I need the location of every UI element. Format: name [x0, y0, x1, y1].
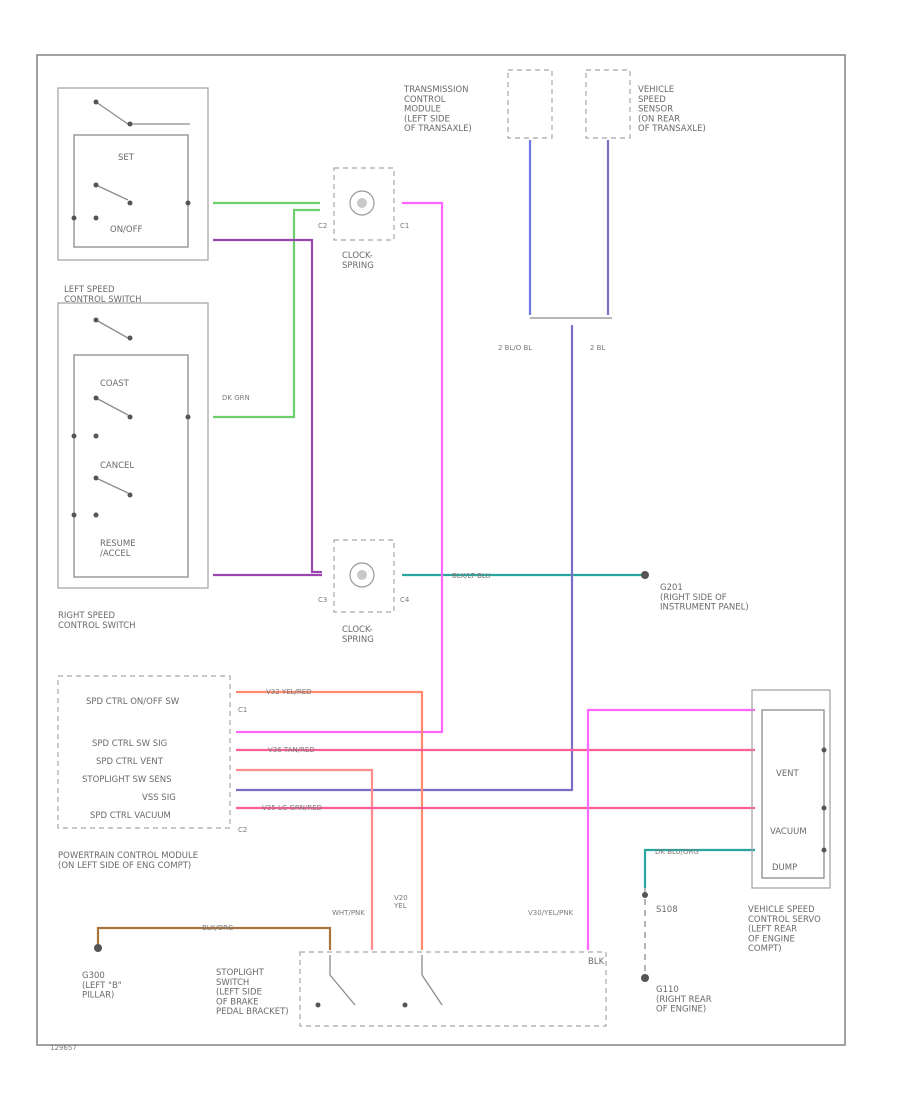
wire-blk-ltblu-label: BLK/LT BLU: [452, 572, 491, 580]
pcm-pin-vss: VSS SIG: [142, 793, 176, 803]
g300-ground-icon: [94, 944, 102, 952]
clockspring-lower-c3: C3: [318, 596, 327, 604]
wire-green-coast: [213, 208, 320, 419]
pcm-c2: C2: [238, 826, 247, 834]
set-label: SET: [118, 153, 135, 163]
clockspring-lower-c4: C4: [400, 596, 410, 604]
wire-pink-clockspring: [236, 201, 444, 734]
wire-v30-label: V30/YEL/PNK: [528, 909, 573, 917]
vehicle-speed-control-servo: VENT VACUUM DUMP: [751, 689, 831, 889]
pcm-pin-vacuum: SPD CTRL VACUUM: [90, 811, 171, 821]
wires: [96, 140, 755, 950]
stoplight-blk-label: BLK: [588, 957, 605, 967]
pcm-pin-onoff: SPD CTRL ON/OFF SW: [86, 697, 180, 707]
cancel-label: CANCEL: [100, 461, 134, 471]
pcm-pin-vent: SPD CTRL VENT: [96, 757, 164, 767]
g201-ground-icon: [641, 571, 649, 579]
left-speed-control-switch: SET ON/OFF: [57, 87, 209, 261]
wire-c6-label: 2 BL: [590, 344, 605, 352]
servo-vent-label: VENT: [776, 769, 800, 779]
wire-dk-blu-org-label: DK BLU/ORG: [655, 848, 699, 856]
pcm-pin-stoplight: STOPLIGHT SW SENS: [82, 775, 172, 785]
clockspring-upper-label: CLOCK-SPRING: [342, 251, 374, 271]
wire-v35-label: V35 LG GRN/RED: [262, 804, 322, 812]
wire-dk-grn-label: DK GRN: [222, 394, 250, 402]
wire-v36-label: V36 TAN/RED: [268, 746, 315, 754]
clockspring-upper: C2 C1 CLOCK-SPRING: [318, 167, 409, 271]
right-speed-control-switch: COAST CANCEL RESUME/ACCEL: [57, 302, 209, 589]
clockspring-lower-label: CLOCK-SPRING: [342, 625, 374, 645]
powertrain-control-module: SPD CTRL ON/OFF SW SPD CTRL SW SIG SPD C…: [57, 675, 247, 834]
servo-vacuum-label: VACUUM: [770, 827, 807, 837]
wire-wht-pnk-label: WHT/PNK: [332, 909, 365, 917]
resume-label: RESUME/ACCEL: [100, 539, 136, 559]
wire-v32-label: V32 YEL/RED: [266, 688, 312, 696]
wire-brown-g300: [96, 926, 332, 950]
on-off-label: ON/OFF: [110, 225, 142, 235]
wire-blk-org-label: BLK/ORG: [202, 924, 233, 932]
doc-id: 129657: [50, 1044, 77, 1052]
clockspring-upper-c2: C2: [318, 222, 327, 230]
servo-dump-label: DUMP: [772, 863, 797, 873]
tcm-box: [507, 69, 553, 139]
g110-ground-icon: [641, 974, 649, 982]
wire-vss-pcm: [236, 325, 574, 792]
pcm-c1: C1: [238, 706, 247, 714]
wire-violet-upper: [213, 238, 322, 574]
s108-splice-icon: [642, 892, 648, 898]
pcm-title: POWERTRAIN CONTROL MODULE(ON LEFT SIDE O…: [58, 851, 198, 871]
wire-teal-dump: [643, 848, 755, 888]
wire-pink-servo: [586, 708, 755, 950]
diagram-frame: [36, 54, 846, 1046]
vss-box: [585, 69, 631, 139]
wire-c5-label: 2 BL/O BL: [498, 344, 532, 352]
g300-label: G300(LEFT "B"PILLAR): [82, 971, 122, 1001]
s108-label: S108: [656, 905, 678, 915]
pcm-pin-swsig: SPD CTRL SW SIG: [92, 739, 167, 749]
wire-orange-onoff: [236, 690, 424, 950]
clockspring-lower: C3 C4 CLOCK-SPRING: [318, 539, 410, 645]
clockspring-upper-c1: C1: [400, 222, 409, 230]
wire-lightred-stoplight: [236, 768, 374, 950]
coast-label: COAST: [100, 379, 130, 389]
stoplight-switch: BLK: [299, 951, 607, 1027]
